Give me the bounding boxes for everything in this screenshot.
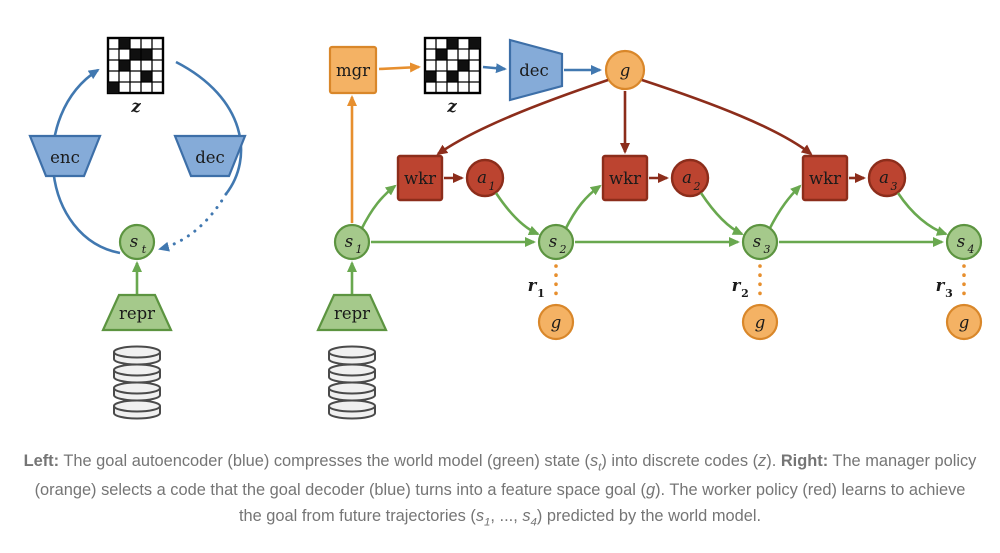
manager-label: mgr xyxy=(336,61,370,80)
arrow-goal-to-worker3 xyxy=(641,78,813,156)
arrow-state2-to-worker2 xyxy=(563,184,602,231)
state-label-3-sub: 3 xyxy=(764,243,771,256)
state-label-1: s xyxy=(345,232,353,251)
worker-node-2 xyxy=(601,154,649,202)
arrow-manager-to-code xyxy=(378,62,421,73)
goal-subnode-2 xyxy=(741,303,779,341)
arrow-state3-to-worker3 xyxy=(767,184,802,231)
action-node-2 xyxy=(670,158,710,198)
action-label-1: a xyxy=(477,168,487,187)
encoder-trapezoid xyxy=(28,134,102,178)
replay-buffer-icon xyxy=(113,345,161,420)
arrow-action3-to-state4 xyxy=(896,192,948,236)
replay-buffer-icon xyxy=(328,345,376,420)
goal-decoder-label: dec xyxy=(519,61,549,80)
state-node xyxy=(118,223,156,261)
decoder-trapezoid xyxy=(173,134,247,178)
action-node-3 xyxy=(867,158,907,198)
encoder-label: enc xyxy=(50,148,80,167)
action-label-1-sub: 1 xyxy=(489,180,496,193)
goal-subnode-label-3: g xyxy=(959,313,970,332)
figure-diagram: z enc dec s t repr mgr xyxy=(28,36,983,420)
reward-label-1: r xyxy=(528,276,538,295)
state-label-4-sub: 4 xyxy=(967,243,975,256)
arrow-action2-to-state3 xyxy=(699,192,744,236)
reward-label-1-sub: 1 xyxy=(537,287,545,300)
code-label: z xyxy=(446,97,457,116)
state-label-2-sub: 2 xyxy=(559,243,567,256)
goal-node xyxy=(604,49,646,91)
reward-label-2: r xyxy=(732,276,742,295)
action-label-3-sub: 3 xyxy=(891,180,898,193)
state-label-2: s xyxy=(549,232,557,251)
repr-trapezoid xyxy=(101,293,173,332)
goal-subnode-label-2: g xyxy=(755,313,766,332)
repr-label: repr xyxy=(334,304,370,323)
state-label-sub: t xyxy=(142,243,147,256)
state-node-1 xyxy=(333,223,371,261)
action-label-3: a xyxy=(879,168,889,187)
repr-label: repr xyxy=(119,304,155,323)
state-label: s xyxy=(130,232,138,251)
state-node-3 xyxy=(741,223,779,261)
state-label-3: s xyxy=(753,232,761,251)
goal-subnode-3 xyxy=(945,303,983,341)
arrow-decoder-to-state-dotted xyxy=(158,192,228,252)
action-label-2: a xyxy=(682,168,692,187)
reward-label-3: r xyxy=(936,276,946,295)
state-label-1-sub: 1 xyxy=(356,243,363,256)
state-node-4 xyxy=(945,223,983,261)
worker-node-3 xyxy=(801,154,849,202)
worker-label-1: wkr xyxy=(404,169,436,188)
manager-worker-panel: mgr z dec g xyxy=(316,36,983,420)
arrow-code-to-decoder xyxy=(175,60,243,195)
decoder-label: dec xyxy=(195,148,225,167)
goal-subnode-label-1: g xyxy=(551,313,562,332)
reward-label-2-sub: 2 xyxy=(741,287,749,300)
discrete-code-grid-icon xyxy=(423,36,482,95)
arrow-goal-to-worker1 xyxy=(436,78,609,156)
action-label-2-sub: 2 xyxy=(693,180,701,193)
arrow-code-to-goal-decoder xyxy=(482,63,507,74)
arrow-state1-to-worker1 xyxy=(359,184,397,231)
state-node-2 xyxy=(537,223,575,261)
worker-label-2: wkr xyxy=(609,169,641,188)
state-label-4: s xyxy=(957,232,965,251)
manager-node xyxy=(328,45,378,95)
figure-caption: Left: The goal autoencoder (blue) compre… xyxy=(23,452,977,529)
goal-decoder-trapezoid xyxy=(508,38,564,102)
action-node-1 xyxy=(465,158,505,198)
discrete-code-grid-icon xyxy=(106,36,165,95)
worker-node-1 xyxy=(396,154,444,202)
arrow-action1-to-state2 xyxy=(494,192,540,236)
goal-autoencoder-panel: z enc dec s t repr xyxy=(28,36,247,420)
worker-label-3: wkr xyxy=(809,169,841,188)
repr-trapezoid xyxy=(316,293,388,332)
reward-label-3-sub: 3 xyxy=(945,287,953,300)
goal-label: g xyxy=(620,61,631,80)
goal-subnode-1 xyxy=(537,303,575,341)
code-label: z xyxy=(130,97,141,116)
